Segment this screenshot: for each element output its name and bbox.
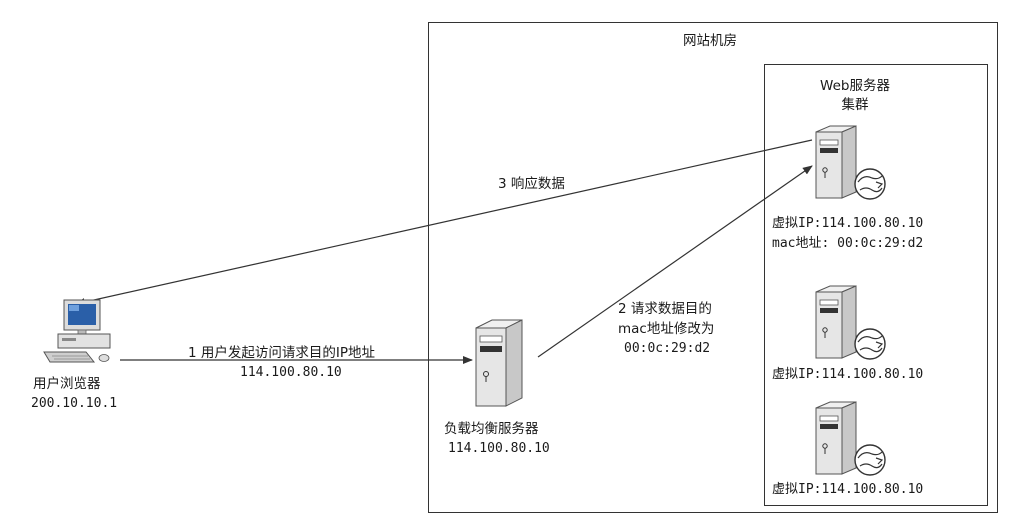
cluster-title-line1: Web服务器	[820, 78, 890, 94]
step1-ip: 114.100.80.10	[240, 365, 342, 380]
web-server-2	[812, 284, 892, 364]
forward-arrow	[537, 165, 813, 358]
client-computer	[40, 296, 124, 368]
load-balancer-ip: 114.100.80.10	[448, 441, 550, 456]
data-center-box	[428, 22, 998, 513]
load-balancer-server	[470, 318, 542, 410]
network-globe-icon	[854, 444, 886, 476]
client-ip: 200.10.10.1	[31, 396, 118, 411]
web-server-cluster-box	[764, 64, 988, 506]
client-label: 用户浏览器	[33, 376, 101, 392]
server-icon	[475, 319, 523, 407]
network-globe-icon	[854, 328, 886, 360]
server-icon	[815, 285, 857, 359]
step2-label-line2: mac地址修改为	[618, 321, 715, 337]
web-server-3	[812, 400, 892, 480]
step2-label-line3: 00:0c:29:d2	[624, 341, 711, 356]
web-server-2-vip: 虚拟IP:114.100.80.10	[772, 367, 924, 382]
server-icon	[815, 401, 857, 475]
web-server-1	[812, 124, 892, 204]
server-icon	[815, 125, 857, 199]
step1-label: 1 用户发起访问请求目的IP地址	[188, 345, 376, 361]
step2-label-line1: 2 请求数据目的	[618, 301, 712, 317]
load-balancer-label: 负载均衡服务器	[444, 421, 539, 437]
web-server-1-mac: mac地址: 00:0c:29:d2	[772, 236, 924, 251]
data-center-title: 网站机房	[683, 33, 737, 49]
step3-label: 3 响应数据	[498, 176, 565, 192]
web-server-3-vip: 虚拟IP:114.100.80.10	[772, 482, 924, 497]
cluster-title-line2: 集群	[841, 97, 869, 113]
computer-icon	[43, 299, 111, 363]
web-server-1-vip: 虚拟IP:114.100.80.10	[772, 216, 924, 231]
network-globe-icon	[854, 168, 886, 200]
response-arrow	[75, 139, 813, 306]
